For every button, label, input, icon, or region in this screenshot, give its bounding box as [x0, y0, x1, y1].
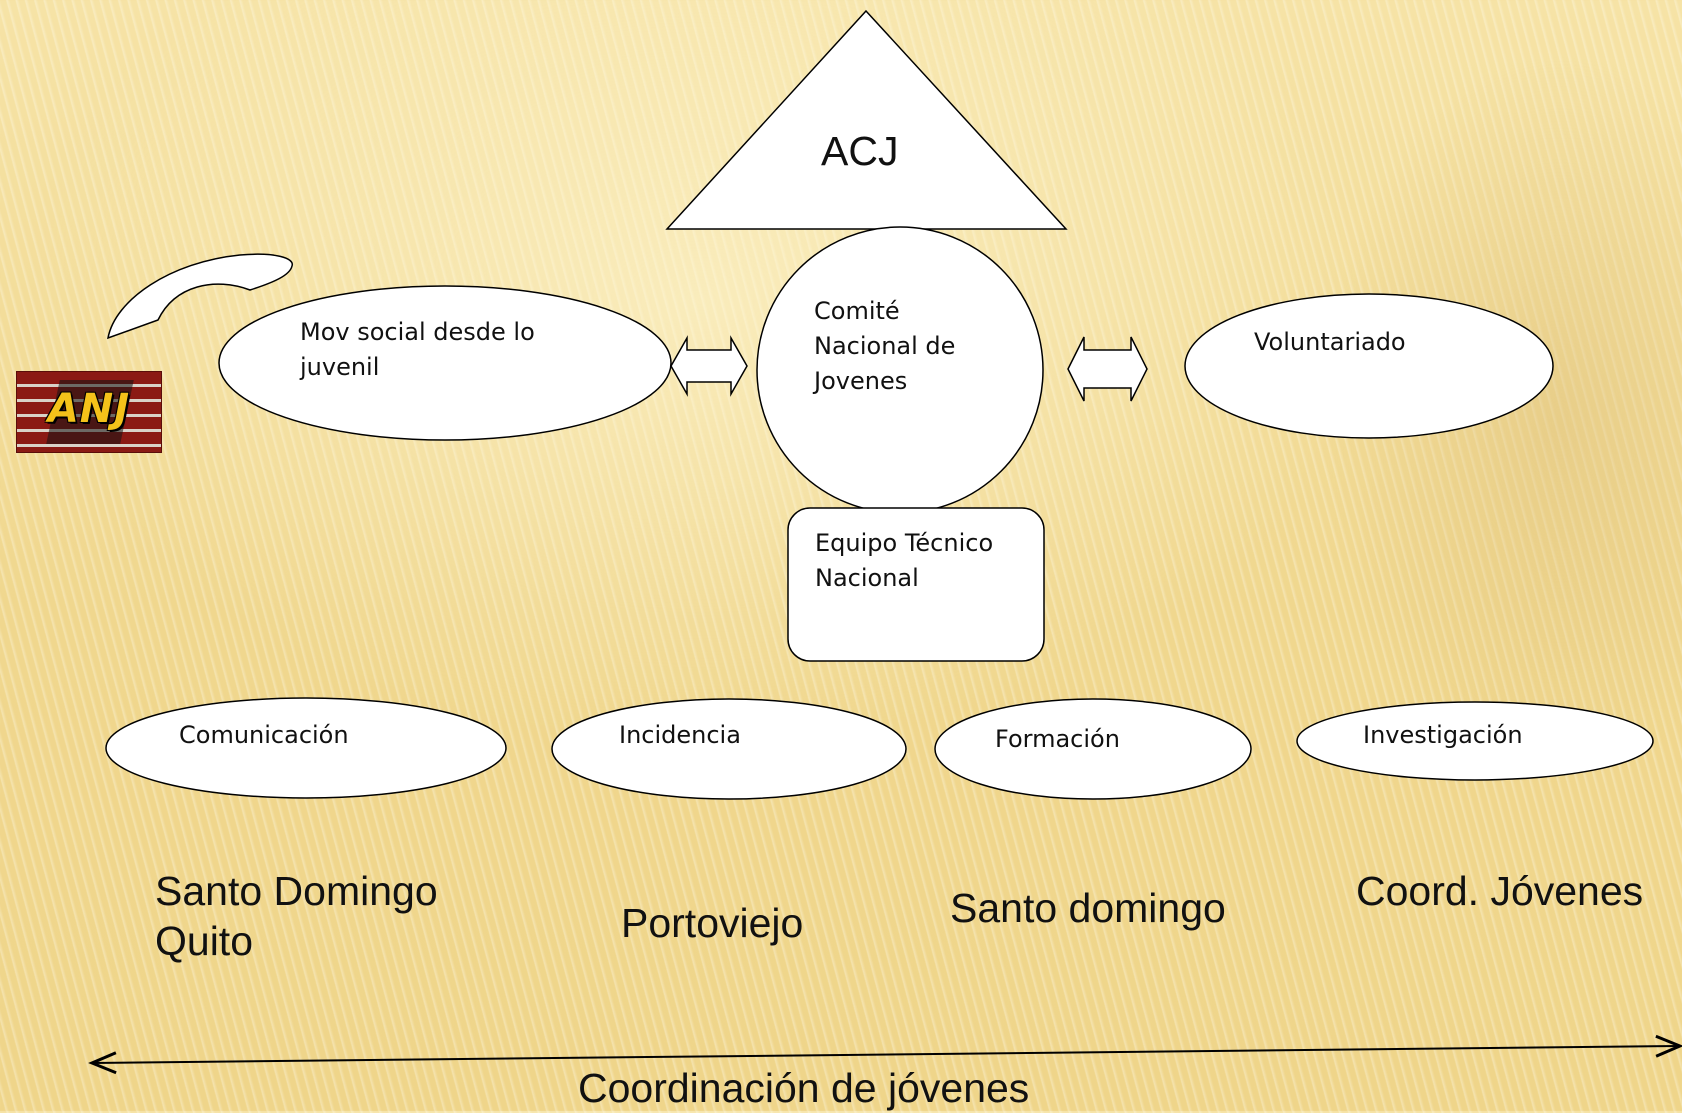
location-label-incidencia: Portoviejo	[621, 900, 804, 946]
team-box-label: Equipo Técnico Nacional	[815, 529, 994, 592]
apex-label: ACJ	[821, 128, 899, 174]
left-ellipse	[218, 285, 672, 441]
right-double-arrow	[1067, 336, 1148, 402]
curved-connector	[107, 253, 293, 340]
coordination-axis-line	[88, 1034, 1682, 1075]
area-ellipse-formacion	[934, 698, 1252, 800]
logo-text: ANJ	[47, 386, 131, 432]
coordination-axis-label: Coordinación de jóvenes	[578, 1065, 1030, 1111]
location-label-comunicacion: Santo Domingo Quito	[155, 868, 438, 964]
right-ellipse-label: Voluntariado	[1254, 328, 1406, 356]
location-label-formacion: Santo domingo	[950, 885, 1226, 931]
area-ellipse-comunicacion	[105, 697, 507, 799]
left-ellipse-label: Mov social desde lo juvenil	[300, 318, 535, 381]
area-ellipse-incidencia	[551, 698, 907, 800]
location-label-investigacion: Coord. Jóvenes	[1356, 868, 1644, 914]
area-label-comunicacion: Comunicación	[179, 721, 349, 749]
area-ellipse-investigacion	[1296, 701, 1654, 781]
area-label-incidencia: Incidencia	[619, 721, 741, 749]
apex-triangle	[665, 9, 1068, 230]
left-double-arrow	[670, 335, 748, 397]
center-circle-label: Comité Nacional de Jovenes	[814, 297, 956, 395]
right-ellipse	[1184, 293, 1554, 439]
area-label-investigacion: Investigación	[1363, 721, 1523, 749]
area-label-formacion: Formación	[995, 725, 1120, 753]
team-box	[787, 507, 1045, 662]
anj-logo: ANJ	[16, 371, 162, 453]
